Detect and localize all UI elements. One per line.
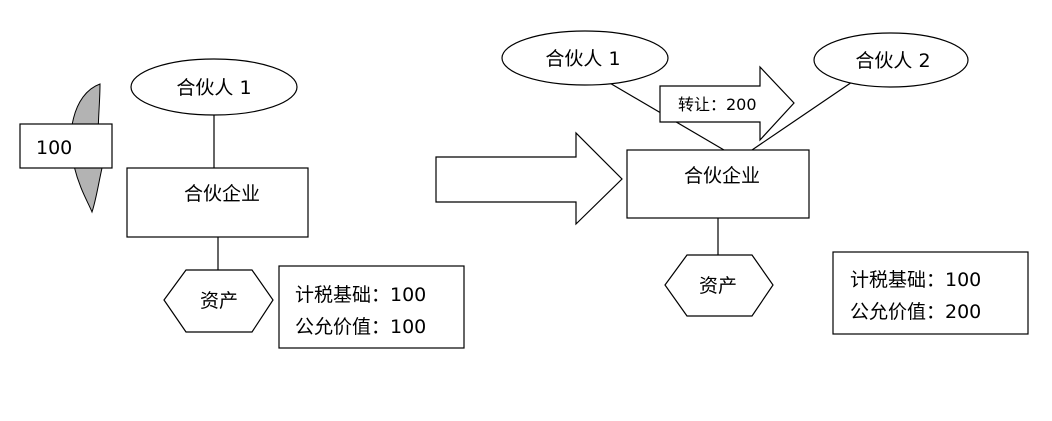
enterprise-label: 合伙企业 (684, 165, 760, 187)
left-panel: 100 合伙人 1 合伙企业 资产 计税基础：100 公允价值：100 (19, 58, 465, 349)
right-panel: 转让：200 合伙人 1 合伙人 2 合伙企业 资产 计税基础：100 公允 (501, 30, 1029, 335)
asset-info-box: 计税基础：100 公允价值：100 (278, 265, 465, 349)
fair-value-text: 公允价值：100 (295, 316, 426, 338)
partner-1-label: 合伙人 1 (545, 48, 620, 70)
connector-line (751, 79, 856, 151)
asset-node: 资产 (163, 269, 274, 333)
partner-label: 合伙人 1 (176, 77, 251, 99)
fair-value-text: 公允价值：200 (850, 301, 981, 323)
transfer-label: 转让：200 (678, 95, 757, 114)
enterprise-label: 合伙企业 (184, 183, 260, 205)
partner-2-label: 合伙人 2 (855, 50, 930, 72)
asset-node: 资产 (664, 254, 774, 317)
partner-2-node: 合伙人 2 (813, 32, 969, 88)
asset-label: 资产 (200, 290, 238, 312)
asset-info-box: 计税基础：100 公允价值：200 (832, 251, 1029, 335)
right-arrow-icon (435, 131, 623, 226)
transfer-arrow: 转让：200 (659, 65, 795, 142)
partner-node: 合伙人 1 (130, 58, 298, 116)
distribution-amount-box: 100 (19, 123, 113, 169)
enterprise-node: 合伙企业 (126, 167, 309, 238)
enterprise-node: 合伙企业 (626, 149, 810, 219)
distribution-amount: 100 (36, 137, 72, 159)
asset-label: 资产 (699, 275, 737, 297)
tax-basis-text: 计税基础：100 (850, 269, 981, 291)
partner-1-node: 合伙人 1 (501, 30, 669, 86)
tax-basis-text: 计税基础：100 (295, 284, 426, 306)
